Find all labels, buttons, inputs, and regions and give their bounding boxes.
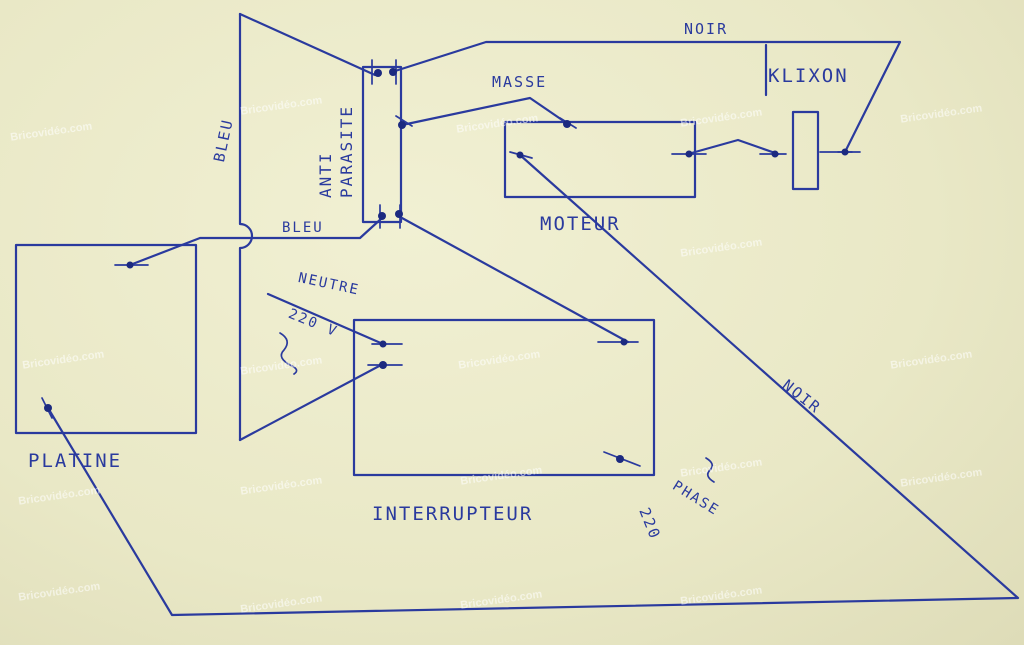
neutre-wire [266,292,385,346]
antiparasite-to-interrupteur-wire [400,216,630,344]
return-wire [238,362,385,442]
platine-box [14,243,198,435]
klixon-label: KLIXON [768,65,849,87]
bleu-horizontal-label: BLEU [282,220,324,236]
klixon-box [791,110,820,191]
interrupteur-label: INTERRUPTEUR [372,503,534,525]
noir-top-label: NOIR [684,20,729,38]
neutre-squiggle [279,332,298,375]
anti-label: ANTI [316,151,335,198]
parasite-label: PARASITE [337,104,356,198]
bleu-wire-vertical [238,12,254,442]
bleu-wire-top-diagonal [238,12,377,77]
noir-wire-diagonal [46,153,1020,617]
antiparasite-box [361,65,403,224]
moteur-to-klixon-wire [686,138,780,156]
bleu-wire-horizontal [128,216,384,267]
terminals [41,59,853,463]
noir-wire-top [390,40,902,154]
platine-label: PLATINE [28,450,123,472]
masse-label: MASSE [492,73,548,91]
moteur-label: MOTEUR [540,213,621,235]
moteur-box [503,120,697,199]
interrupteur-box [352,318,656,477]
phase-squiggle [705,457,715,483]
masse-wire [400,96,570,127]
